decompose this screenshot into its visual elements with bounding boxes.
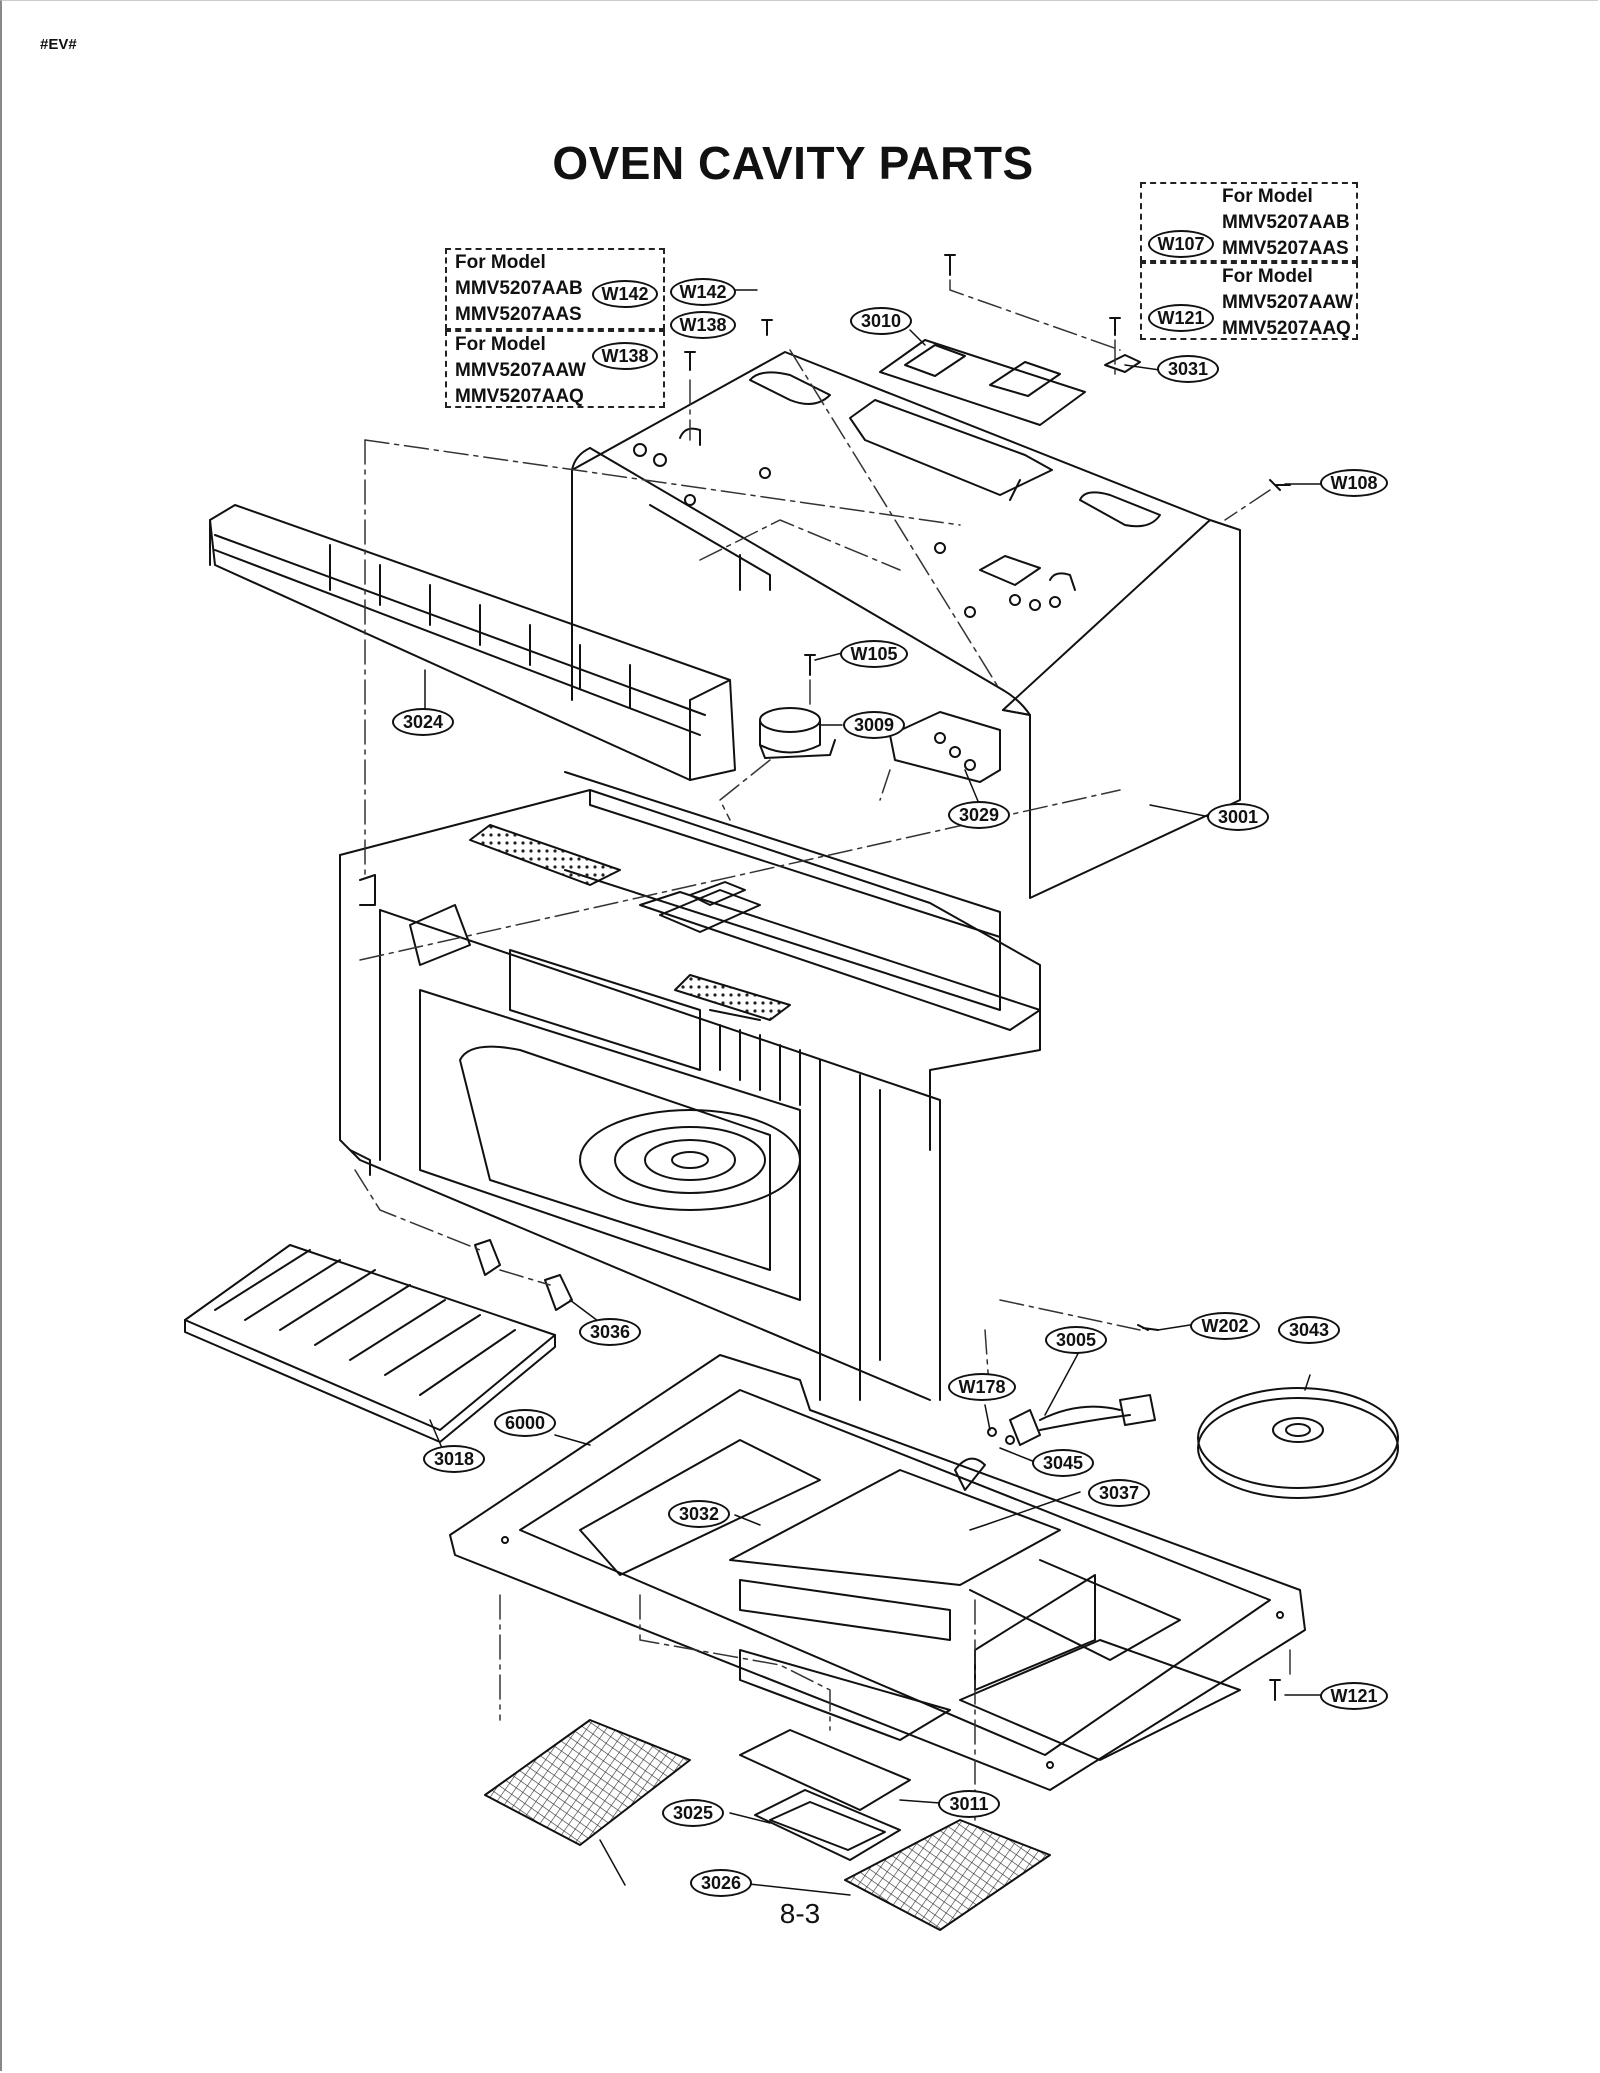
callout-3009: 3009 xyxy=(843,711,905,739)
callout-3031: 3031 xyxy=(1157,355,1219,383)
bottom-plate xyxy=(449,1354,1306,1791)
callout-3024: 3024 xyxy=(392,708,454,736)
callout-w178: W178 xyxy=(948,1373,1016,1401)
callout-w107-note: W107 xyxy=(1148,230,1214,258)
leader-lines xyxy=(424,289,1321,1896)
callout-w105: W105 xyxy=(840,640,908,668)
motor xyxy=(759,707,836,759)
note-heading: For Model xyxy=(1222,186,1313,207)
callout-w121-bottom: W121 xyxy=(1320,1682,1388,1710)
callout-3029: 3029 xyxy=(948,801,1010,829)
note-model: MMV5207AAS xyxy=(1222,238,1349,259)
model-note-left-top: For Model MMV5207AAB MMV5207AAS W142 xyxy=(445,248,665,330)
callout-w142-note: W142 xyxy=(592,280,658,308)
callout-3005: 3005 xyxy=(1045,1326,1107,1354)
screws xyxy=(684,254,1291,1701)
callout-3043: 3043 xyxy=(1278,1316,1340,1344)
callout-3032: 3032 xyxy=(668,1500,730,1528)
turntable-tray xyxy=(1197,1387,1399,1499)
oven-cavity xyxy=(339,771,1041,1401)
note-model: MMV5207AAW xyxy=(455,360,586,381)
wire-harness xyxy=(954,1394,1156,1491)
note-heading: For Model xyxy=(455,252,546,273)
exploded-view-lines xyxy=(354,279,1291,1821)
model-note-left-bottom: For Model MMV5207AAW MMV5207AAQ W138 xyxy=(445,330,665,408)
callout-3025: 3025 xyxy=(662,1799,724,1827)
callout-3026: 3026 xyxy=(690,1869,752,1897)
note-model: MMV5207AAB xyxy=(455,278,583,299)
note-model: MMV5207AAW xyxy=(1222,292,1353,313)
document-tag: #EV# xyxy=(40,36,77,53)
callout-3036: 3036 xyxy=(579,1318,641,1346)
callout-3045: 3045 xyxy=(1032,1449,1094,1477)
note-model: MMV5207AAQ xyxy=(1222,318,1351,339)
callout-3001: 3001 xyxy=(1207,803,1269,831)
title-text: OVEN CAVITY PARTS xyxy=(552,137,1034,189)
note-model: MMV5207AAQ xyxy=(455,386,584,407)
callout-6000: 6000 xyxy=(494,1409,556,1437)
shelf-rack xyxy=(184,1244,556,1443)
callout-3018: 3018 xyxy=(423,1445,485,1473)
top-bracket xyxy=(849,339,1141,501)
page-title: OVEN CAVITY PARTS xyxy=(0,136,1600,190)
model-note-right-bottom: For Model MMV5207AAW MMV5207AAQ W121 xyxy=(1140,262,1358,340)
callout-w138: W138 xyxy=(670,311,736,339)
vent-grille xyxy=(209,504,736,781)
callout-w202: W202 xyxy=(1190,1312,1260,1340)
note-model: MMV5207AAS xyxy=(455,304,582,325)
model-note-right-top: For Model MMV5207AAB MMV5207AAS W107 xyxy=(1140,182,1358,262)
callout-3011: 3011 xyxy=(938,1790,1000,1818)
callout-3037: 3037 xyxy=(1088,1479,1150,1507)
bracket-plate xyxy=(889,711,1001,783)
callout-w108: W108 xyxy=(1320,469,1388,497)
page-number: 8-3 xyxy=(779,1898,821,1929)
callout-3010: 3010 xyxy=(850,307,912,335)
note-heading: For Model xyxy=(1222,266,1313,287)
callout-w138-note: W138 xyxy=(592,342,658,370)
callout-w121-note: W121 xyxy=(1148,304,1214,332)
grease-filters xyxy=(484,1719,1051,1931)
callout-w142: W142 xyxy=(670,278,736,306)
note-heading: For Model xyxy=(455,334,546,355)
outer-case xyxy=(571,351,1241,899)
note-model: MMV5207AAB xyxy=(1222,212,1350,233)
clips xyxy=(474,1239,573,1311)
